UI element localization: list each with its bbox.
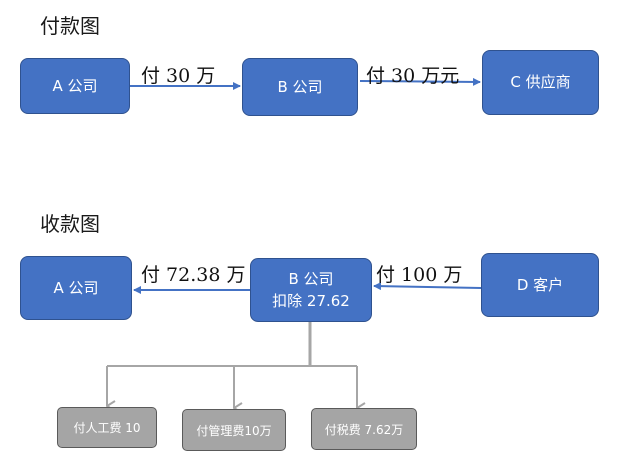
edge-label-b-to-a: 付 72.38 万 — [141, 264, 246, 286]
receipt-node-d-label: D 客户 — [516, 275, 564, 294]
arrow-b-to-c — [359, 77, 481, 86]
payment-node-c: C 供应商 — [482, 50, 599, 115]
deduction-box-tax: 付税费 7.62万 — [311, 408, 417, 450]
receipt-node-a: A 公司 — [20, 256, 132, 320]
payment-diagram-title: 付款图 — [40, 14, 100, 38]
receipt-node-b: B 公司 扣除 27.62 — [250, 258, 372, 322]
edge-label-b-to-c: 付 30 万元 — [366, 65, 460, 87]
arrow-d-to-b — [373, 282, 482, 291]
receipt-node-b-label-2: 扣除 27.62 — [272, 292, 350, 310]
receipt-node-d: D 客户 — [481, 253, 599, 317]
deduction-box-management: 付管理费10万 — [182, 409, 286, 451]
edge-label-d-to-b: 付 100 万 — [376, 264, 463, 286]
deduction-label-management: 付管理费10万 — [196, 423, 272, 438]
receipt-node-b-label-1: B 公司 — [288, 269, 334, 288]
edge-label-a-to-b: 付 30 万 — [141, 65, 216, 87]
payment-node-c-label: C 供应商 — [510, 73, 571, 92]
deduction-label-labor: 付人工费 10 — [73, 421, 141, 435]
payment-node-b-label: B 公司 — [277, 77, 323, 96]
receipt-diagram-title: 收款图 — [40, 212, 100, 236]
payment-node-b: B 公司 — [242, 58, 358, 116]
deduction-box-labor: 付人工费 10 — [57, 407, 157, 448]
deduction-label-tax: 付税费 7.62万 — [324, 422, 404, 437]
payment-node-a: A 公司 — [20, 58, 130, 114]
payment-node-a-label: A 公司 — [52, 76, 98, 95]
receipt-node-a-label: A 公司 — [53, 278, 99, 297]
